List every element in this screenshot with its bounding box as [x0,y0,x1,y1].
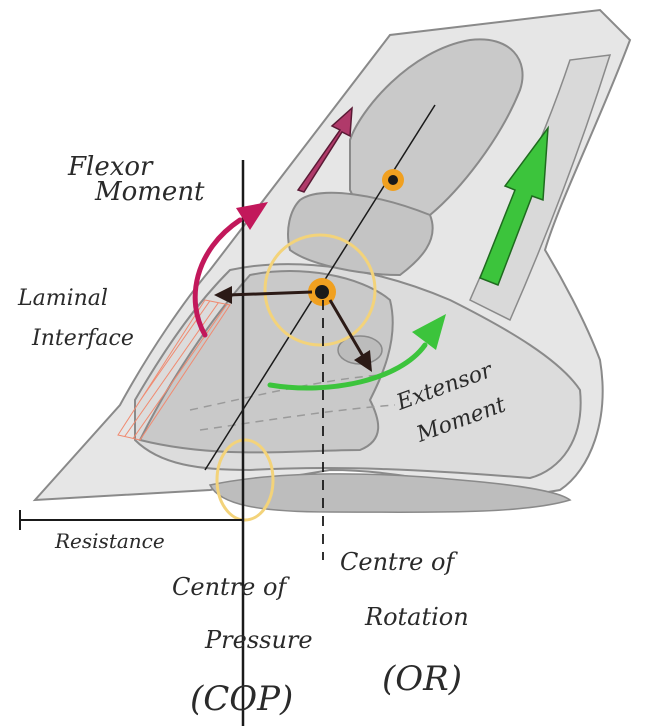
cop-label-line2: Pressure [204,626,313,654]
laminal-interface-label-line1: Laminal [17,286,108,311]
cop-label-line3: (COP) [190,679,293,719]
cor-label-line3: (OR) [382,659,462,699]
coffin-joint-dot-center [315,285,329,299]
flexor-moment-label-line2: Moment [94,177,205,207]
cor-label-line1: Centre of [340,548,458,576]
laminal-interface-label-line2: Interface [31,326,134,351]
cop-label-line1: Centre of [172,573,290,601]
resistance-label: Resistance [54,529,165,553]
cor-label-line2: Rotation [364,603,469,631]
upper-joint-dot-center [388,175,398,185]
